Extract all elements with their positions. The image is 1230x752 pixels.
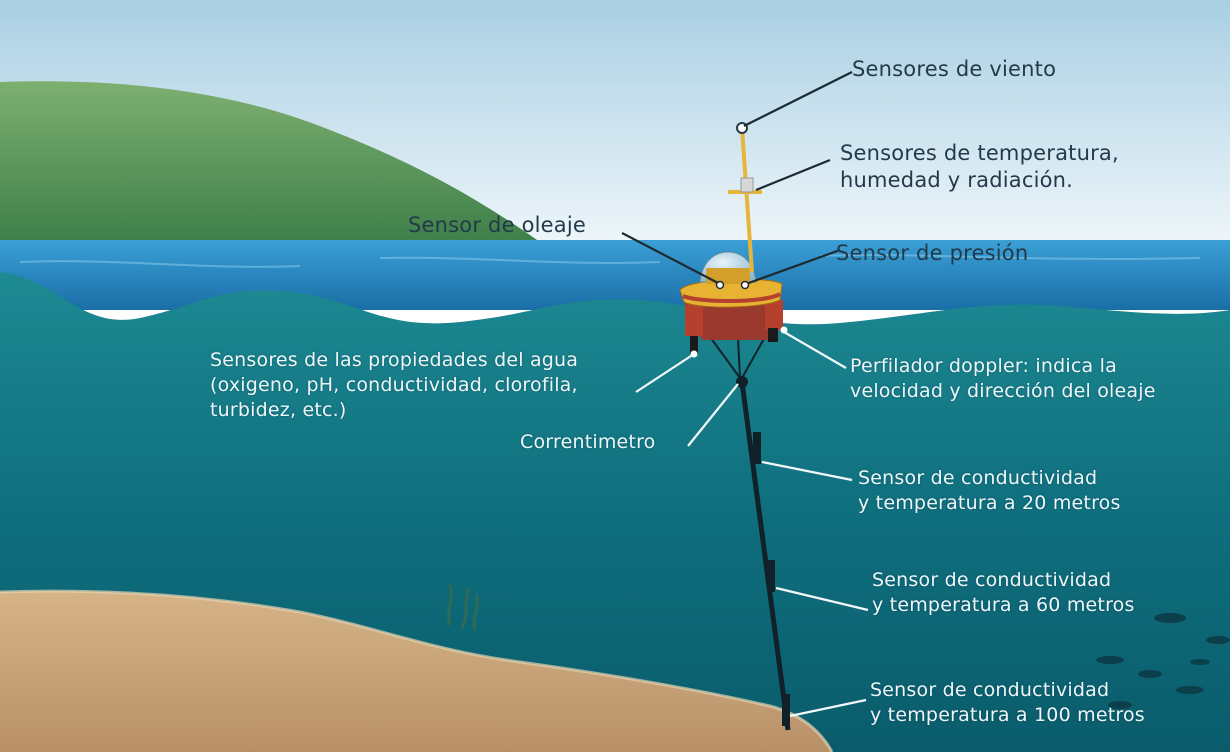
leader-pressure: [745, 248, 841, 286]
doppler-profiler: [768, 328, 778, 342]
label-ct20-line2: y temperatura a 20 metros: [858, 492, 1121, 514]
leader-ct60: [775, 586, 869, 612]
label-current-text: Correntimetro: [520, 431, 656, 453]
bridle-center: [737, 337, 741, 379]
label-ct100-line2: y temperatura a 100 metros: [870, 704, 1145, 726]
leader-ct100: [789, 698, 867, 718]
pressure-sensor-marker: [740, 280, 750, 290]
leader-doppler: [783, 331, 847, 369]
buoy-deck-box: [706, 268, 750, 284]
leader-ct20: [761, 460, 853, 482]
buoy-keel: [700, 300, 770, 340]
label-temp-line1: Sensores de temperatura,: [840, 141, 1119, 165]
water-sensor-marker: [690, 350, 698, 358]
temp-humidity-housing: [740, 177, 754, 193]
fish-school: [1096, 613, 1230, 709]
label-wind-sensors: Sensores de viento: [852, 56, 1056, 83]
label-doppler-line2: velocidad y dirección del oleaje: [850, 380, 1156, 402]
label-ct20-line1: Sensor de conductividad: [858, 467, 1098, 489]
label-water-line1: Sensores de las propiedades del agua: [210, 349, 579, 371]
water-sensor-probe: [690, 336, 698, 354]
mooring-cable: [739, 381, 791, 731]
label-ct-60m: Sensor de conductividad y temperatura a …: [872, 568, 1135, 618]
label-temperature-sensors: Sensores de temperatura, humedad y radia…: [840, 140, 1119, 194]
leader-wind: [743, 71, 853, 127]
buoy-leg-left: [685, 300, 703, 336]
label-ct-100m: Sensor de conductividad y temperatura a …: [870, 678, 1145, 728]
leader-water: [635, 353, 695, 393]
label-wave-sensor: Sensor de oleaje: [408, 212, 586, 239]
ct-sensor-60m: [767, 560, 775, 592]
mast: [740, 127, 754, 273]
leader-current: [687, 383, 739, 447]
wave-highlight: [19, 254, 1201, 268]
doppler-marker: [780, 326, 788, 334]
label-doppler-profiler: Perfilador doppler: indica la velocidad …: [850, 354, 1156, 404]
buoy-leg-right: [765, 300, 783, 330]
leader-wave: [621, 232, 721, 285]
label-water-line3: turbidez, etc.): [210, 399, 347, 421]
label-ct60-line2: y temperatura a 60 metros: [872, 594, 1135, 616]
label-doppler-line1: Perfilador doppler: indica la: [850, 355, 1117, 377]
sea-surface: [0, 240, 1230, 310]
label-current-meter: Correntimetro: [520, 430, 656, 455]
label-pressure-sensor: Sensor de presión: [836, 240, 1028, 267]
leader-temp: [755, 158, 831, 192]
buoy-stripe: [682, 292, 782, 304]
label-ct-20m: Sensor de conductividad y temperatura a …: [858, 466, 1121, 516]
seafloor: [0, 591, 832, 752]
ct-sensor-20m: [753, 432, 761, 464]
hill: [0, 81, 540, 242]
label-ct60-line1: Sensor de conductividad: [872, 569, 1112, 591]
seafloor-edge: [0, 589, 834, 752]
label-water-line2: (oxigeno, pH, conductividad, clorofila,: [210, 374, 578, 396]
label-temp-line2: humedad y radiación.: [840, 168, 1074, 192]
ct-sensor-100m: [782, 694, 790, 726]
label-wind-text: Sensores de viento: [852, 57, 1057, 81]
current-meter: [736, 376, 748, 388]
label-ct100-line1: Sensor de conductividad: [870, 679, 1110, 701]
label-wave-text: Sensor de oleaje: [408, 213, 587, 237]
seaweed: [447, 584, 479, 631]
label-pressure-text: Sensor de presión: [836, 241, 1029, 265]
wave-sensor-marker: [715, 280, 725, 290]
label-water-properties: Sensores de las propiedades del agua (ox…: [210, 348, 578, 423]
